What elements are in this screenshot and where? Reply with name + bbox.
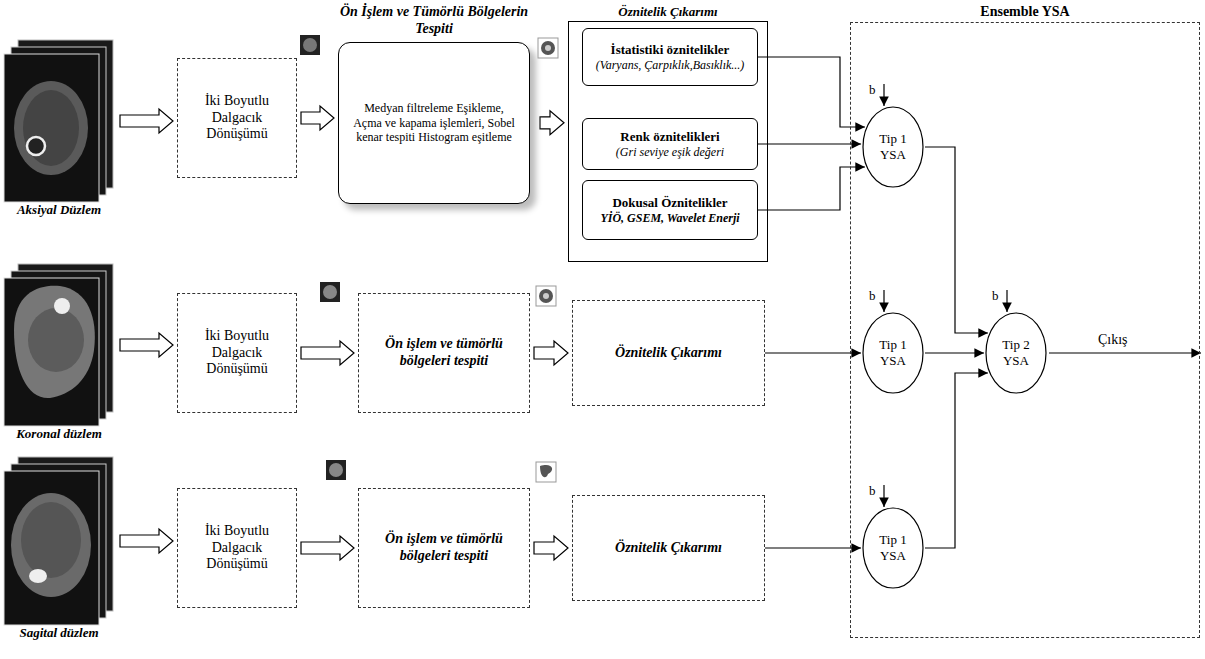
process-box: İki Boyutlu Dalgacık Dönüşümü [177,293,297,413]
node-label: Aksiyal Düzlem [2,202,116,218]
network-node: Tip 1 YSA [862,507,924,589]
image-stack: Sagital düzlem [2,457,116,641]
bias-label: b [992,288,999,304]
block-arrow [301,106,334,130]
node-label: Ön işlem ve tümörlü bölgeleri tespiti [369,531,519,565]
connector-arrow [758,143,861,144]
node-label: Öznitelik Çıkarımı [615,540,722,557]
node-body-text: (Gri seviye eşik değeri [616,145,724,159]
output-arrow [1049,352,1201,353]
mri-stack [4,264,113,426]
node-label: Öznitelik Çıkarımı [615,345,722,362]
mri-stack [4,457,113,625]
node-label: İstatistiki öznitelikler [611,42,730,58]
block-arrow [301,341,354,365]
bias-label: b [869,483,876,499]
rounded-frame: Medyan filtreleme Eşikleme, Açma ve kapa… [338,42,530,204]
connector-arrow [925,352,984,353]
connector-arrow [765,352,861,353]
connector-arrow [765,547,861,548]
node-label: İki Boyutlu Dalgacık Dönüşümü [188,523,286,573]
node-label: Renk öznitelikleri [620,129,719,145]
process-box: İki Boyutlu Dalgacık Dönüşümü [177,58,297,178]
node-label: Sagital düzlem [2,625,116,641]
bias-label: b [869,82,876,98]
image-stack: Koronal düzlem [2,264,116,442]
block-arrow [120,333,173,357]
node-label: İki Boyutlu Dalgacık Dönüşümü [188,328,286,378]
node-body-text: (Varyans, Çarpıklık,Basıklık...) [596,58,745,72]
node-label: İki Boyutlu Dalgacık Dönüşümü [188,93,286,143]
node-label: Tip 2 YSA [993,337,1039,368]
node-label: Tip 1 YSA [870,532,916,563]
connector-arrow [925,147,988,333]
image-area [2,40,116,202]
process-box: Öznitelik Çıkarımı [572,300,765,406]
connector-arrow [758,57,865,127]
feature-box: Renk öznitelikleri(Gri seviye eşik değer… [582,118,758,170]
process-box: İki Boyutlu Dalgacık Dönüşümü [177,488,297,608]
image-area [2,457,116,625]
output-label: Çıkış [1098,332,1128,348]
group-box: Ensemble YSA Tip 1 YSA Tip 1 YSA Tip 1 YSA T… [850,4,1200,638]
network-node: Tip 2 YSA [985,312,1047,394]
process-box: Ön işlem ve tümörlü bölgeleri tespiti [358,488,530,608]
node-body-text: Medyan filtreleme Eşikleme, Açma ve kapa… [349,101,519,144]
process-box: Öznitelik Çıkarımı [572,495,765,601]
node-label: Tip 1 YSA [870,131,916,162]
node-label: Ön işlem ve tümörlü bölgeleri tespiti [369,336,519,370]
network-node: Tip 1 YSA [862,106,924,188]
block-arrow [120,529,173,553]
network-node: Tip 1 YSA [862,312,924,394]
node-body-text: YİÖ, GSEM, Wavelet Enerji [600,211,739,225]
node-label: Tip 1 YSA [870,337,916,368]
block-arrow [540,111,564,135]
node-label: Öznitelik Çıkarımı [568,4,768,20]
node-label: Dokusal Öznitelikler [612,195,727,211]
block-arrow [534,341,568,365]
connector-arrow [925,373,988,548]
connector-arrow [758,167,865,210]
mri-stack [4,40,113,202]
image-area [2,264,116,426]
block-arrow [534,536,568,560]
feature-box: Dokusal ÖzniteliklerYİÖ, GSEM, Wavelet E… [582,180,758,240]
node-label: Ensemble YSA [850,4,1200,21]
node-label: Koronal düzlem [2,426,116,442]
block-arrow [120,109,173,133]
image-stack: Aksiyal Düzlem [2,40,116,218]
process-box: Ön işlem ve tümörlü bölgeleri tespiti [358,293,530,413]
process-box: Ön İşlem ve Tümörlü Bölgelerin TespitiMe… [338,4,530,204]
thumbnail [300,35,558,482]
node-label: Ön İşlem ve Tümörlü Bölgelerin Tespiti [338,4,530,38]
group-box: Öznitelik Çıkarımıİstatistiki öznitelikl… [568,4,768,262]
feature-box: İstatistiki öznitelikler(Varyans, Çarpık… [582,28,758,86]
bias-label: b [869,288,876,304]
block-arrow [301,536,354,560]
